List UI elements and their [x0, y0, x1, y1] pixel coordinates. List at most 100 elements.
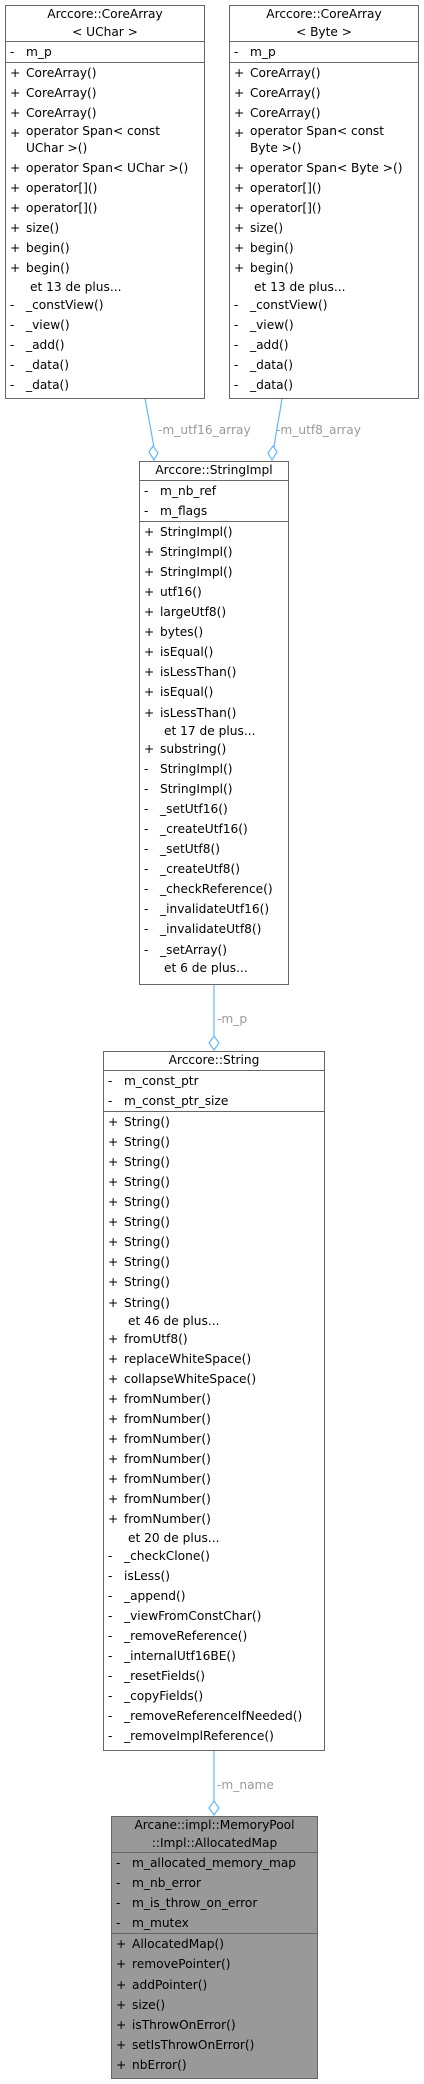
member-name: CoreArray(): [250, 66, 321, 81]
method-row: -_removeImplReference(): [104, 1726, 324, 1746]
class-string-impl[interactable]: Arccore::StringImpl-m_nb_ref-m_flags+Str…: [139, 461, 289, 985]
method-row: -_setUtf16(): [140, 799, 288, 819]
visibility-marker: -: [108, 1548, 113, 1563]
method-row: -_view(): [230, 315, 418, 335]
methods-section: +String()+String()+String()+String()+Str…: [104, 1112, 324, 1747]
method-row: +size(): [112, 1995, 317, 2015]
member-name: AllocatedMap(): [132, 1937, 224, 1952]
visibility-marker: +: [234, 201, 245, 216]
methods-section: +CoreArray()+CoreArray()+CoreArray()+ope…: [230, 63, 418, 395]
member-name: et 17 de plus...: [164, 723, 256, 738]
method-row: +CoreArray(): [230, 83, 418, 103]
visibility-marker: +: [116, 2057, 127, 2072]
visibility-marker: -: [10, 297, 15, 312]
member-name: et 6 de plus...: [164, 960, 248, 975]
member-name: CoreArray(): [250, 106, 321, 121]
member-name: et 46 de plus...: [128, 1313, 220, 1328]
member-name: String(): [124, 1154, 170, 1169]
method-row: -_view(): [6, 315, 204, 335]
methods-section: +StringImpl()+StringImpl()+StringImpl()+…: [140, 522, 288, 976]
visibility-marker: -: [116, 1876, 121, 1891]
attribute-row: -m_const_ptr_size: [104, 1091, 324, 1111]
method-row: -isLess(): [104, 1566, 324, 1586]
member-name: StringImpl(): [160, 781, 233, 796]
more-members-note: et 20 de plus...: [104, 1530, 324, 1546]
method-row: -_removeReferenceIfNeeded(): [104, 1706, 324, 1726]
member-name: _checkReference(): [160, 882, 273, 897]
member-name: _invalidateUtf16(): [160, 902, 270, 917]
visibility-marker: +: [108, 1114, 119, 1129]
method-row: +isLessThan(): [140, 662, 288, 682]
visibility-marker: +: [144, 625, 155, 640]
member-name: m_const_ptr_size: [124, 1093, 229, 1108]
method-row: -_setUtf8(): [140, 839, 288, 859]
method-row: +CoreArray(): [230, 103, 418, 123]
method-row: +setIsThrowOnError(): [112, 2035, 317, 2055]
class-title-line: < UChar >: [72, 24, 138, 39]
member-name: String(): [124, 1295, 170, 1310]
attribute-row: -m_is_throw_on_error: [112, 1893, 317, 1913]
visibility-marker: -: [144, 882, 149, 897]
visibility-marker: -: [234, 45, 239, 59]
visibility-marker: -: [144, 922, 149, 937]
method-row: +operator[](): [230, 198, 418, 218]
member-name: CoreArray(): [26, 86, 97, 101]
member-name: StringImpl(): [160, 524, 233, 539]
edge-utf8-array: [273, 397, 283, 449]
visibility-marker: -: [108, 1669, 113, 1684]
attribute-row: -m_nb_ref: [140, 481, 288, 501]
visibility-marker: -: [144, 842, 149, 857]
class-core-array-byte[interactable]: Arccore::CoreArray< Byte >-m_p+CoreArray…: [229, 5, 419, 399]
method-row: -_invalidateUtf16(): [140, 899, 288, 919]
method-row: +addPointer(): [112, 1975, 317, 1995]
more-members-note: et 6 de plus...: [140, 960, 288, 976]
visibility-marker: +: [234, 66, 245, 81]
method-row: +fromNumber(): [104, 1509, 324, 1529]
visibility-marker: +: [108, 1154, 119, 1169]
attributes-section: -m_nb_ref-m_flags: [140, 481, 288, 522]
class-allocated-map[interactable]: Arcane::impl::MemoryPool::Impl::Allocate…: [111, 1816, 318, 2079]
edge-utf8-diamond: [267, 444, 278, 462]
visibility-marker: -: [144, 822, 149, 836]
visibility-marker: +: [108, 1371, 119, 1386]
method-row: -_data(): [6, 375, 204, 395]
member-name: _data(): [26, 357, 70, 372]
visibility-marker: +: [108, 1174, 119, 1189]
visibility-marker: +: [108, 1512, 119, 1527]
method-row: +fromUtf8(): [104, 1329, 324, 1349]
class-title-line: Arccore::String: [168, 1053, 260, 1067]
method-row: +isEqual(): [140, 642, 288, 662]
method-row: +String(): [104, 1112, 324, 1132]
method-row: -_viewFromConstChar(): [104, 1606, 324, 1626]
method-row: -_append(): [104, 1586, 324, 1606]
class-core-array-uchar[interactable]: Arccore::CoreArray< UChar >-m_p+CoreArra…: [5, 5, 205, 399]
visibility-marker: -: [234, 297, 239, 312]
method-row: +String(): [104, 1272, 324, 1292]
member-name: _invalidateUtf8(): [160, 922, 262, 937]
visibility-marker: -: [116, 1856, 121, 1870]
member-name: _createUtf8(): [160, 862, 241, 877]
member-name: operator Span< Byte >(): [250, 160, 403, 175]
member-name: StringImpl(): [160, 544, 233, 559]
visibility-marker: -: [116, 1916, 121, 1931]
method-row: +begin(): [6, 238, 204, 258]
method-row: -_constView(): [230, 295, 418, 315]
attribute-row: -m_mutex: [112, 1913, 317, 1933]
visibility-marker: +: [10, 221, 21, 236]
member-name: m_nb_ref: [160, 483, 217, 498]
visibility-marker: -: [234, 337, 239, 352]
method-row: -StringImpl(): [140, 779, 288, 799]
visibility-marker: +: [144, 605, 155, 620]
method-row: +bytes(): [140, 622, 288, 642]
edge-utf16-diamond: [148, 444, 159, 462]
class-string[interactable]: Arccore::String-m_const_ptr-m_const_ptr_…: [103, 1051, 325, 1751]
edge-m-name-label: -m_name: [217, 1778, 274, 1792]
visibility-marker: -: [10, 337, 15, 352]
visibility-marker: -: [108, 1588, 113, 1603]
method-row: -_data(): [230, 355, 418, 375]
method-row: +removePointer(): [112, 1954, 317, 1974]
visibility-marker: +: [108, 1391, 119, 1406]
member-name: m_is_throw_on_error: [132, 1896, 258, 1911]
member-name: fromNumber(): [124, 1412, 211, 1426]
method-row: -_add(): [6, 335, 204, 355]
